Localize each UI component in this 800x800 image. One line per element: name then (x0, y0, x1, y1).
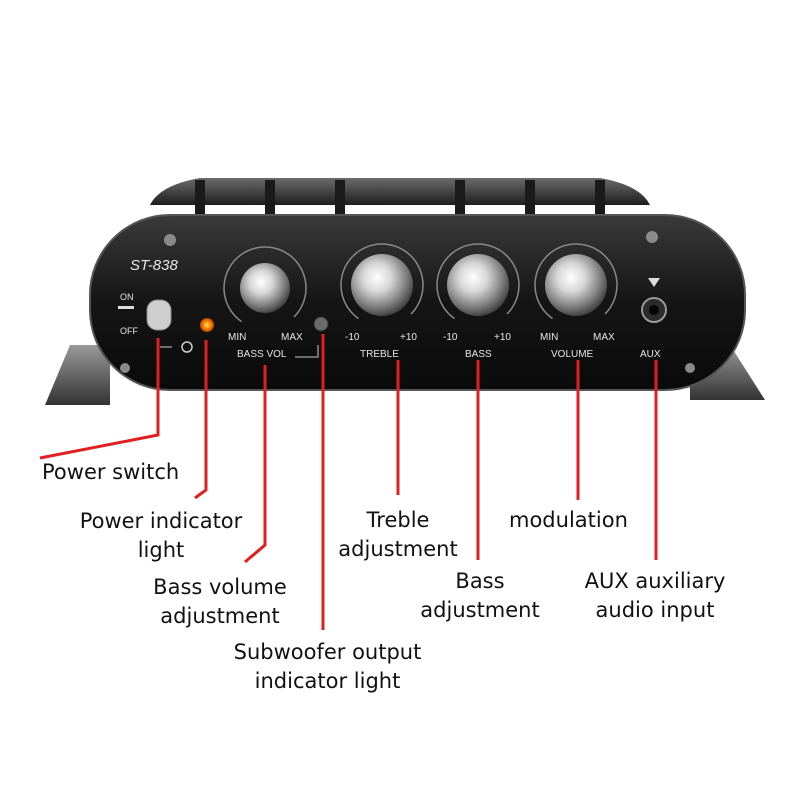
callout-subwoofer-line2: indicator light (254, 669, 401, 693)
line-power-indicator (194, 340, 208, 500)
callout-power-switch: Power switch (42, 458, 179, 487)
callout-power-switch-text: Power switch (42, 460, 180, 484)
callout-bass-line1: Bass (455, 569, 505, 593)
volume-label: VOLUME (551, 349, 594, 360)
switch-off-label: OFF (120, 326, 138, 336)
callout-bass-volume: Bass volume adjustment (145, 573, 295, 631)
volume-scale (534, 243, 618, 327)
callout-power-indicator-line2: light (137, 538, 185, 562)
treble-scale (340, 243, 424, 327)
callout-bass-line2: adjustment (420, 598, 540, 622)
treble-label: TREBLE (360, 349, 399, 360)
volume-max: MAX (593, 332, 615, 343)
bass-knob[interactable] (447, 254, 509, 316)
switch-on-label: ON (120, 292, 134, 302)
callout-subwoofer: Subwoofer output indicator light (215, 638, 440, 696)
callout-lines (39, 334, 658, 630)
treble-max: +10 (400, 332, 417, 343)
aux-label: AUX (640, 349, 661, 360)
model-label: ST-838 (130, 257, 178, 274)
callout-modulation-text: modulation (509, 508, 628, 532)
callout-treble: Treble adjustment (328, 506, 468, 564)
volume-min: MIN (540, 332, 558, 343)
screw (164, 234, 176, 246)
power-icon (181, 341, 193, 353)
callout-power-indicator-line1: Power indicator (79, 509, 243, 533)
subwoofer-indicator-light (313, 316, 329, 332)
callout-aux-line2: audio input (595, 598, 715, 622)
power-switch[interactable] (146, 299, 172, 331)
bass-vol-bracket (295, 345, 319, 358)
bass-label: BASS (465, 349, 492, 360)
bass-min: -10 (443, 332, 458, 343)
callout-bass-volume-line1: Bass volume (153, 575, 287, 599)
aux-arrow-icon (648, 278, 660, 287)
bass-vol-label: BASS VOL (237, 349, 287, 360)
callout-bass-volume-line2: adjustment (160, 604, 280, 628)
callout-treble-line1: Treble (366, 508, 430, 532)
line-bass-volume (244, 365, 267, 564)
power-indicator-light (200, 318, 214, 332)
bass-vol-min: MIN (228, 332, 246, 343)
bass-vol-max: MAX (281, 332, 303, 343)
callout-aux-line1: AUX auxiliary (584, 569, 726, 593)
callout-bass: Bass adjustment (410, 567, 550, 625)
aux-jack-hole (649, 305, 659, 315)
line-power-switch (39, 338, 160, 460)
treble-knob[interactable] (351, 254, 413, 316)
bass-max: +10 (494, 332, 511, 343)
callout-power-indicator: Power indicator light (66, 507, 256, 565)
mounting-foot-left (45, 345, 110, 405)
screw (120, 363, 130, 373)
callout-aux: AUX auxiliary audio input (575, 567, 735, 625)
screw (646, 231, 658, 243)
treble-min: -10 (345, 332, 360, 343)
heatsink (150, 178, 650, 220)
bass-scale (436, 243, 520, 327)
bass-vol-scale (223, 246, 307, 330)
volume-knob[interactable] (545, 254, 607, 316)
bass-vol-knob[interactable] (240, 263, 290, 313)
callout-modulation: modulation (509, 506, 628, 535)
screw (685, 363, 695, 373)
callout-subwoofer-line1: Subwoofer output (233, 640, 422, 664)
callout-treble-line2: adjustment (338, 537, 458, 561)
switch-on-mark (118, 306, 134, 309)
